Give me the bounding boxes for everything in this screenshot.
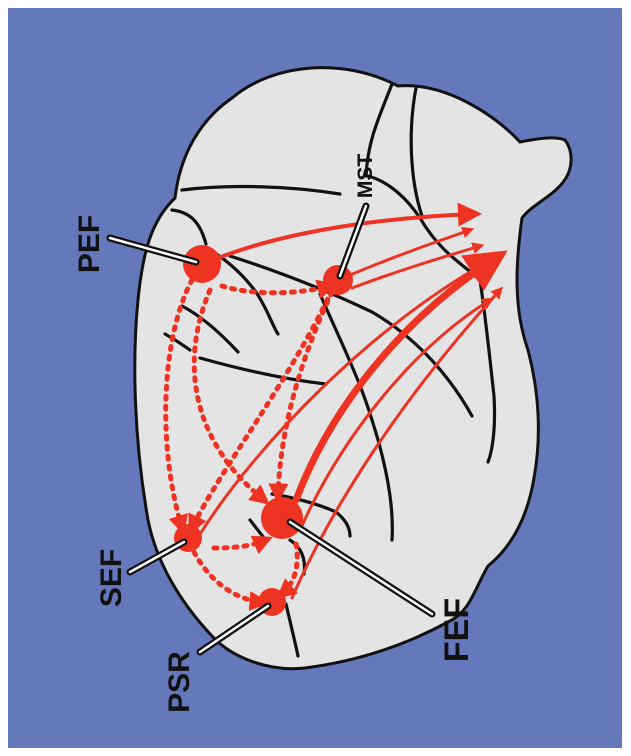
label-mst: MST: [354, 154, 377, 199]
node-mst: [323, 265, 353, 295]
label-fef: FEF: [438, 598, 476, 662]
node-pef: [183, 245, 221, 283]
node-fef: [261, 497, 303, 539]
label-sef: SEF: [95, 549, 128, 607]
label-pef: PEF: [73, 215, 106, 273]
label-psr: PSR: [163, 651, 196, 713]
